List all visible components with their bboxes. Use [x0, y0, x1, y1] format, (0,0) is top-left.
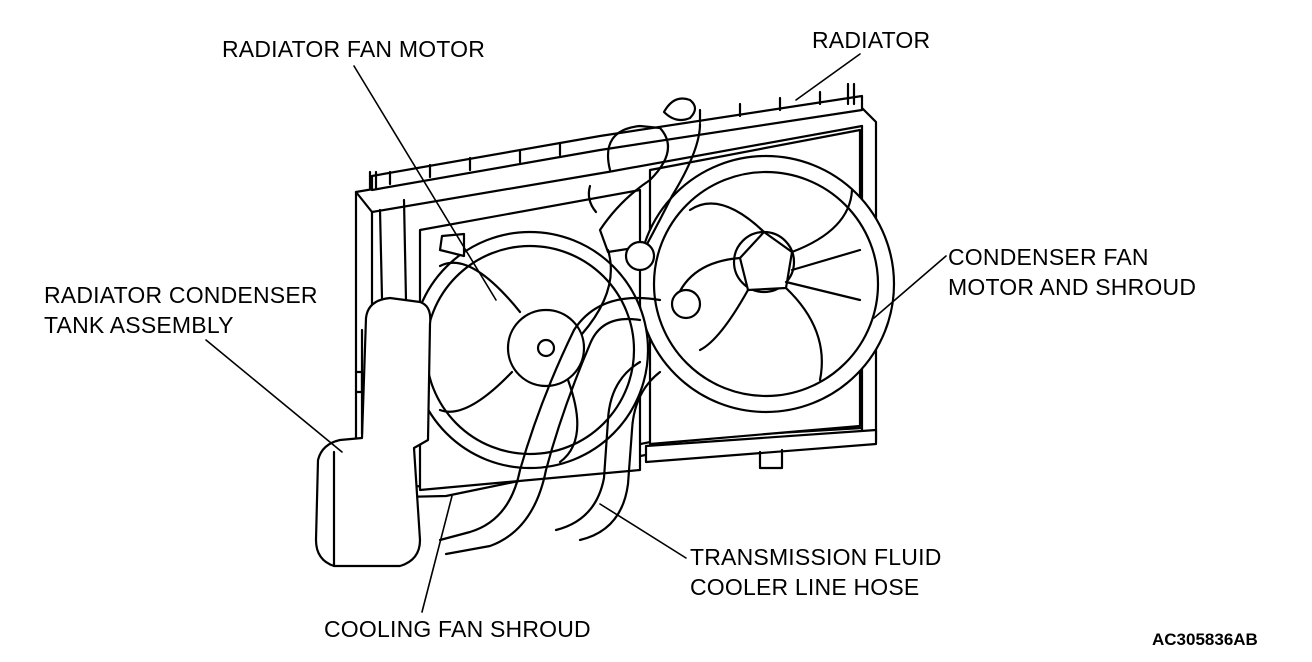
label-radiator-fan-motor: RADIATOR FAN MOTOR	[222, 36, 486, 62]
label-line-1: RADIATOR CONDENSER	[44, 282, 318, 308]
label-line-1: TRANSMISSION FLUID	[690, 544, 942, 570]
condenser-tank-assembly	[314, 198, 432, 568]
figure-code: AC305836AB	[1152, 630, 1258, 649]
label-line-1: CONDENSER FAN	[948, 244, 1149, 270]
label-radiator-condenser-tank-assembly: RADIATOR CONDENSER TANK ASSEMBLY	[44, 280, 318, 340]
lower-hoses	[438, 296, 662, 556]
label-line-2: MOTOR AND SHROUD	[948, 274, 1197, 300]
label-line-2: TANK ASSEMBLY	[44, 312, 234, 338]
label-line-2: COOLER LINE HOSE	[690, 574, 920, 600]
leader-lines	[205, 53, 947, 613]
upper-radiator-hose	[587, 122, 702, 320]
condenser-fan-shroud	[636, 128, 896, 446]
label-condenser-fan-motor-and-shroud: CONDENSER FAN MOTOR AND SHROUD	[948, 242, 1196, 302]
label-cooling-fan-shroud: COOLING FAN SHROUD	[324, 616, 591, 642]
radiator-fan-shroud	[410, 188, 650, 492]
label-radiator: RADIATOR	[812, 27, 931, 53]
label-transmission-fluid-cooler-line-hose: TRANSMISSION FLUID COOLER LINE HOSE	[690, 542, 942, 602]
